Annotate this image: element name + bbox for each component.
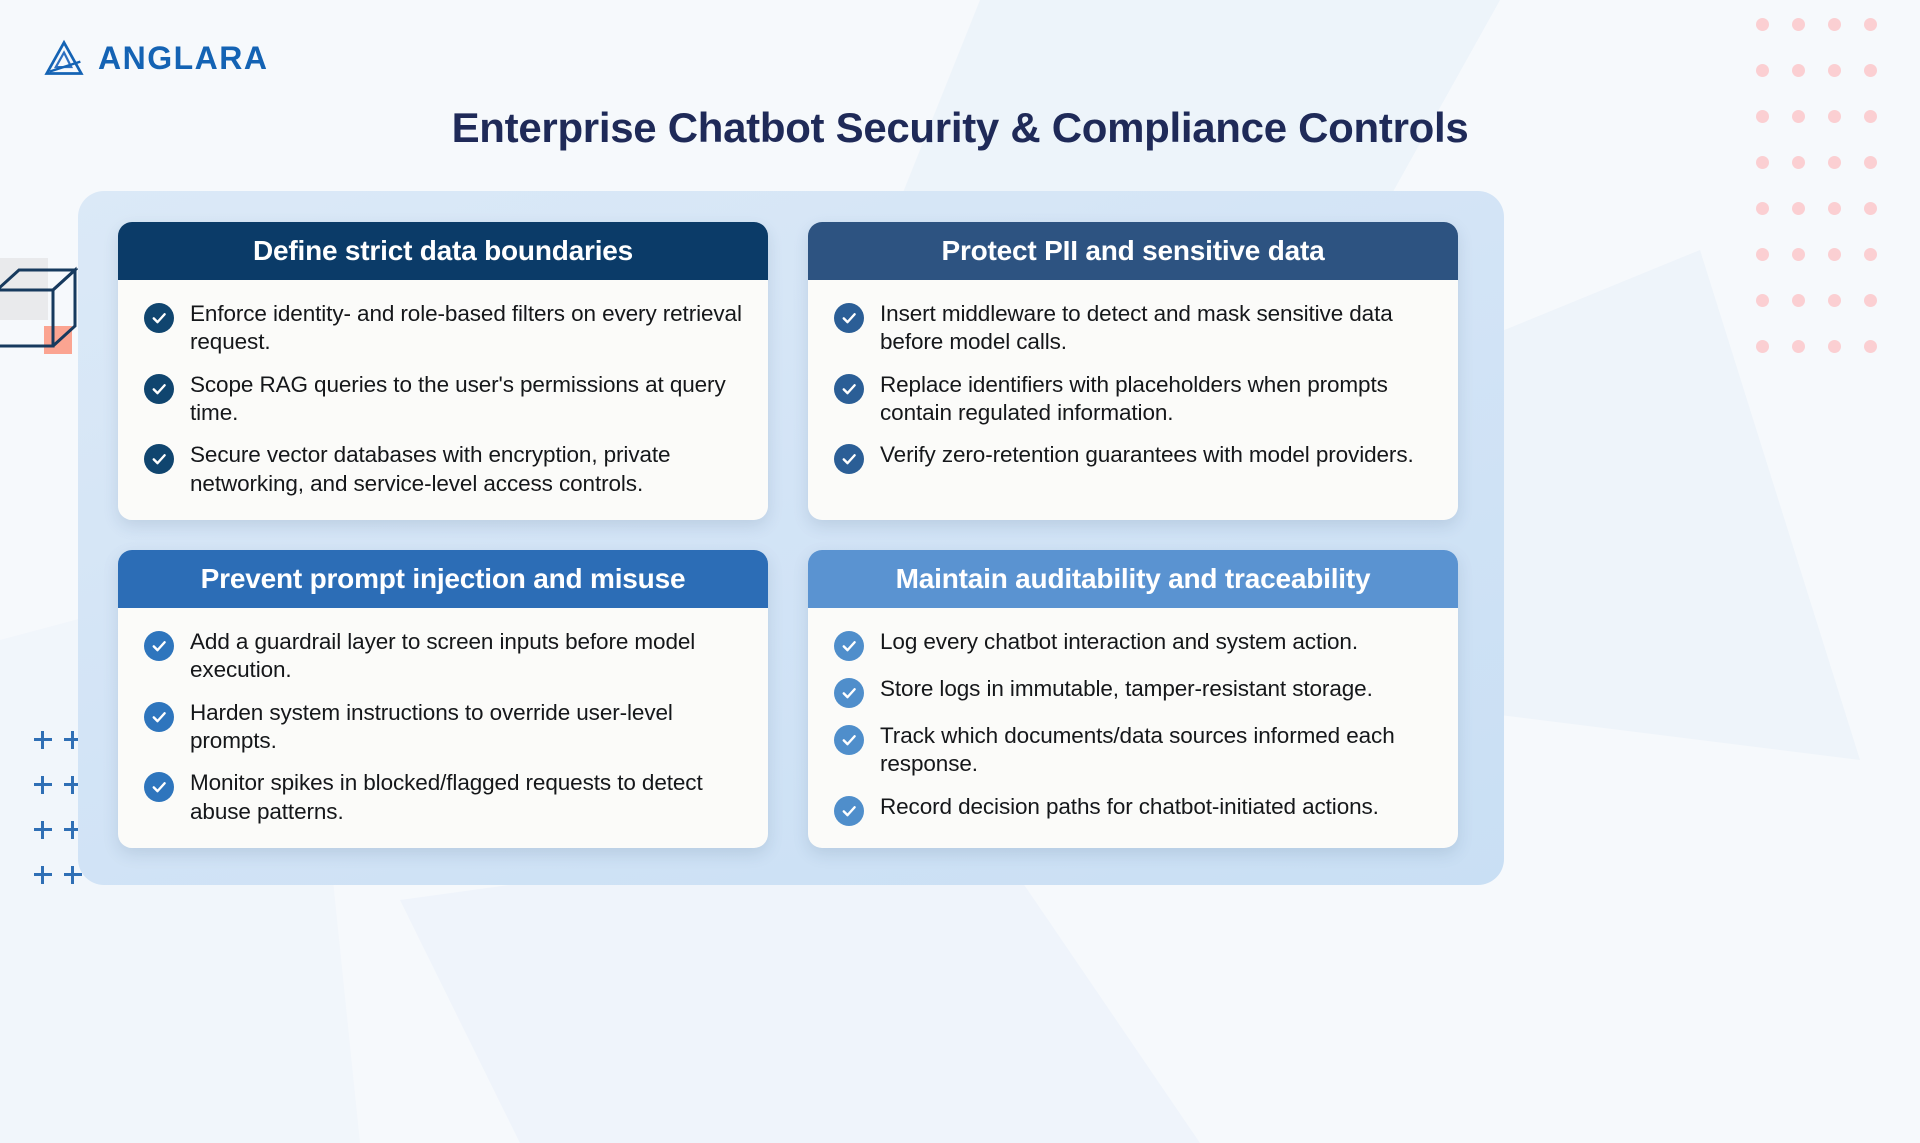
dot-decoration xyxy=(1828,156,1841,169)
list-item-text: Monitor spikes in blocked/flagged reques… xyxy=(190,770,703,824)
list-item-text: Track which documents/data sources infor… xyxy=(880,723,1395,777)
check-circle-icon xyxy=(144,772,174,803)
list-item: Secure vector databases with encryption,… xyxy=(144,441,742,498)
card-title: Protect PII and sensitive data xyxy=(808,222,1458,280)
list-item-text: Harden system instructions to override u… xyxy=(190,699,673,754)
dot-decoration xyxy=(1828,294,1841,307)
card-title: Prevent prompt injection and misuse xyxy=(118,550,768,609)
dot-decoration xyxy=(1792,248,1805,261)
list-item: Log every chatbot interaction and system… xyxy=(834,628,1432,662)
list-item: Replace identifiers with placeholders wh… xyxy=(834,371,1432,428)
list-item-text: Secure vector databases with encryption,… xyxy=(190,442,671,496)
brand-name: ANGLARA xyxy=(98,39,269,76)
dot-decoration xyxy=(1864,18,1877,31)
list-item-text: Add a guardrail layer to screen inputs b… xyxy=(190,629,696,683)
list-item-text: Log every chatbot interaction and system… xyxy=(880,629,1358,655)
dot-decoration xyxy=(1864,202,1877,215)
list-item: Monitor spikes in blocked/flagged reques… xyxy=(144,769,742,826)
dot-decoration xyxy=(1828,64,1841,77)
dot-decoration xyxy=(1864,294,1877,307)
brand-logo[interactable]: ANGLARA xyxy=(44,38,268,78)
dot-decoration xyxy=(1828,18,1841,31)
dot-decoration xyxy=(1828,340,1841,353)
dot-decoration xyxy=(1792,110,1805,123)
check-circle-icon xyxy=(834,725,864,756)
list-item: Harden system instructions to override u… xyxy=(144,699,742,756)
card-body: Add a guardrail layer to screen inputs b… xyxy=(118,608,768,848)
list-item: Scope RAG queries to the user's permissi… xyxy=(144,371,742,428)
card-title: Maintain auditability and traceability xyxy=(808,550,1458,609)
check-circle-icon xyxy=(144,631,174,662)
dot-decoration xyxy=(1792,18,1805,31)
dot-decoration xyxy=(1828,202,1841,215)
dot-decoration xyxy=(1864,110,1877,123)
dot-decoration xyxy=(1864,64,1877,77)
dot-decoration xyxy=(1792,202,1805,215)
dot-decoration xyxy=(1792,64,1805,77)
check-circle-icon xyxy=(144,444,174,475)
dot-decoration xyxy=(1828,110,1841,123)
dot-decoration xyxy=(1792,340,1805,353)
list-item: Store logs in immutable, tamper-resistan… xyxy=(834,675,1432,709)
card-body: Insert middleware to detect and mask sen… xyxy=(808,280,1458,520)
dot-decoration xyxy=(1828,248,1841,261)
dot-decoration xyxy=(1864,248,1877,261)
dot-decoration xyxy=(1792,294,1805,307)
list-item-text: Verify zero-retention guarantees with mo… xyxy=(880,442,1414,468)
list-item: Add a guardrail layer to screen inputs b… xyxy=(144,628,742,685)
check-circle-icon xyxy=(834,444,864,475)
list-item-text: Insert middleware to detect and mask sen… xyxy=(880,301,1393,355)
dot-decoration xyxy=(1756,294,1769,307)
dot-decoration xyxy=(1756,248,1769,261)
plus-decoration xyxy=(34,821,52,839)
card-body: Enforce identity- and role-based filters… xyxy=(118,280,768,520)
dot-decoration xyxy=(1864,156,1877,169)
list-item-text: Scope RAG queries to the user's permissi… xyxy=(190,371,726,426)
dot-decoration xyxy=(1756,340,1769,353)
dot-decoration xyxy=(1756,156,1769,169)
dot-decoration xyxy=(1792,156,1805,169)
list-item: Enforce identity- and role-based filters… xyxy=(144,300,742,357)
dot-decoration xyxy=(1756,18,1769,31)
anglara-triangle-logo-icon xyxy=(44,38,84,78)
list-item-text: Store logs in immutable, tamper-resistan… xyxy=(880,676,1373,702)
dot-decoration xyxy=(1864,340,1877,353)
dot-decoration xyxy=(1756,202,1769,215)
check-circle-icon xyxy=(144,303,174,333)
list-item-text: Enforce identity- and role-based filters… xyxy=(190,301,742,355)
list-item: Track which documents/data sources infor… xyxy=(834,722,1432,779)
card-title: Define strict data boundaries xyxy=(118,222,768,280)
plus-decoration xyxy=(34,866,52,884)
plus-decoration xyxy=(34,776,52,794)
list-item: Verify zero-retention guarantees with mo… xyxy=(834,441,1432,475)
list-item: Record decision paths for chatbot-initia… xyxy=(834,793,1432,826)
dot-decoration xyxy=(1756,110,1769,123)
check-circle-icon xyxy=(834,678,864,709)
wireframe-cube-decoration xyxy=(0,258,108,388)
page-title: Enterprise Chatbot Security & Compliance… xyxy=(451,104,1469,151)
check-circle-icon xyxy=(834,303,864,333)
plus-decoration xyxy=(34,731,52,749)
list-item-text: Record decision paths for chatbot-initia… xyxy=(880,793,1379,819)
dot-grid-decoration xyxy=(1756,18,1900,386)
card-body: Log every chatbot interaction and system… xyxy=(808,608,1458,848)
dot-decoration xyxy=(1756,64,1769,77)
check-circle-icon xyxy=(144,373,174,404)
list-item-text: Replace identifiers with placeholders wh… xyxy=(880,371,1388,426)
check-circle-icon xyxy=(834,373,864,404)
check-circle-icon xyxy=(144,701,174,732)
check-circle-icon xyxy=(834,795,864,826)
list-item: Insert middleware to detect and mask sen… xyxy=(834,300,1432,357)
check-circle-icon xyxy=(834,631,864,662)
